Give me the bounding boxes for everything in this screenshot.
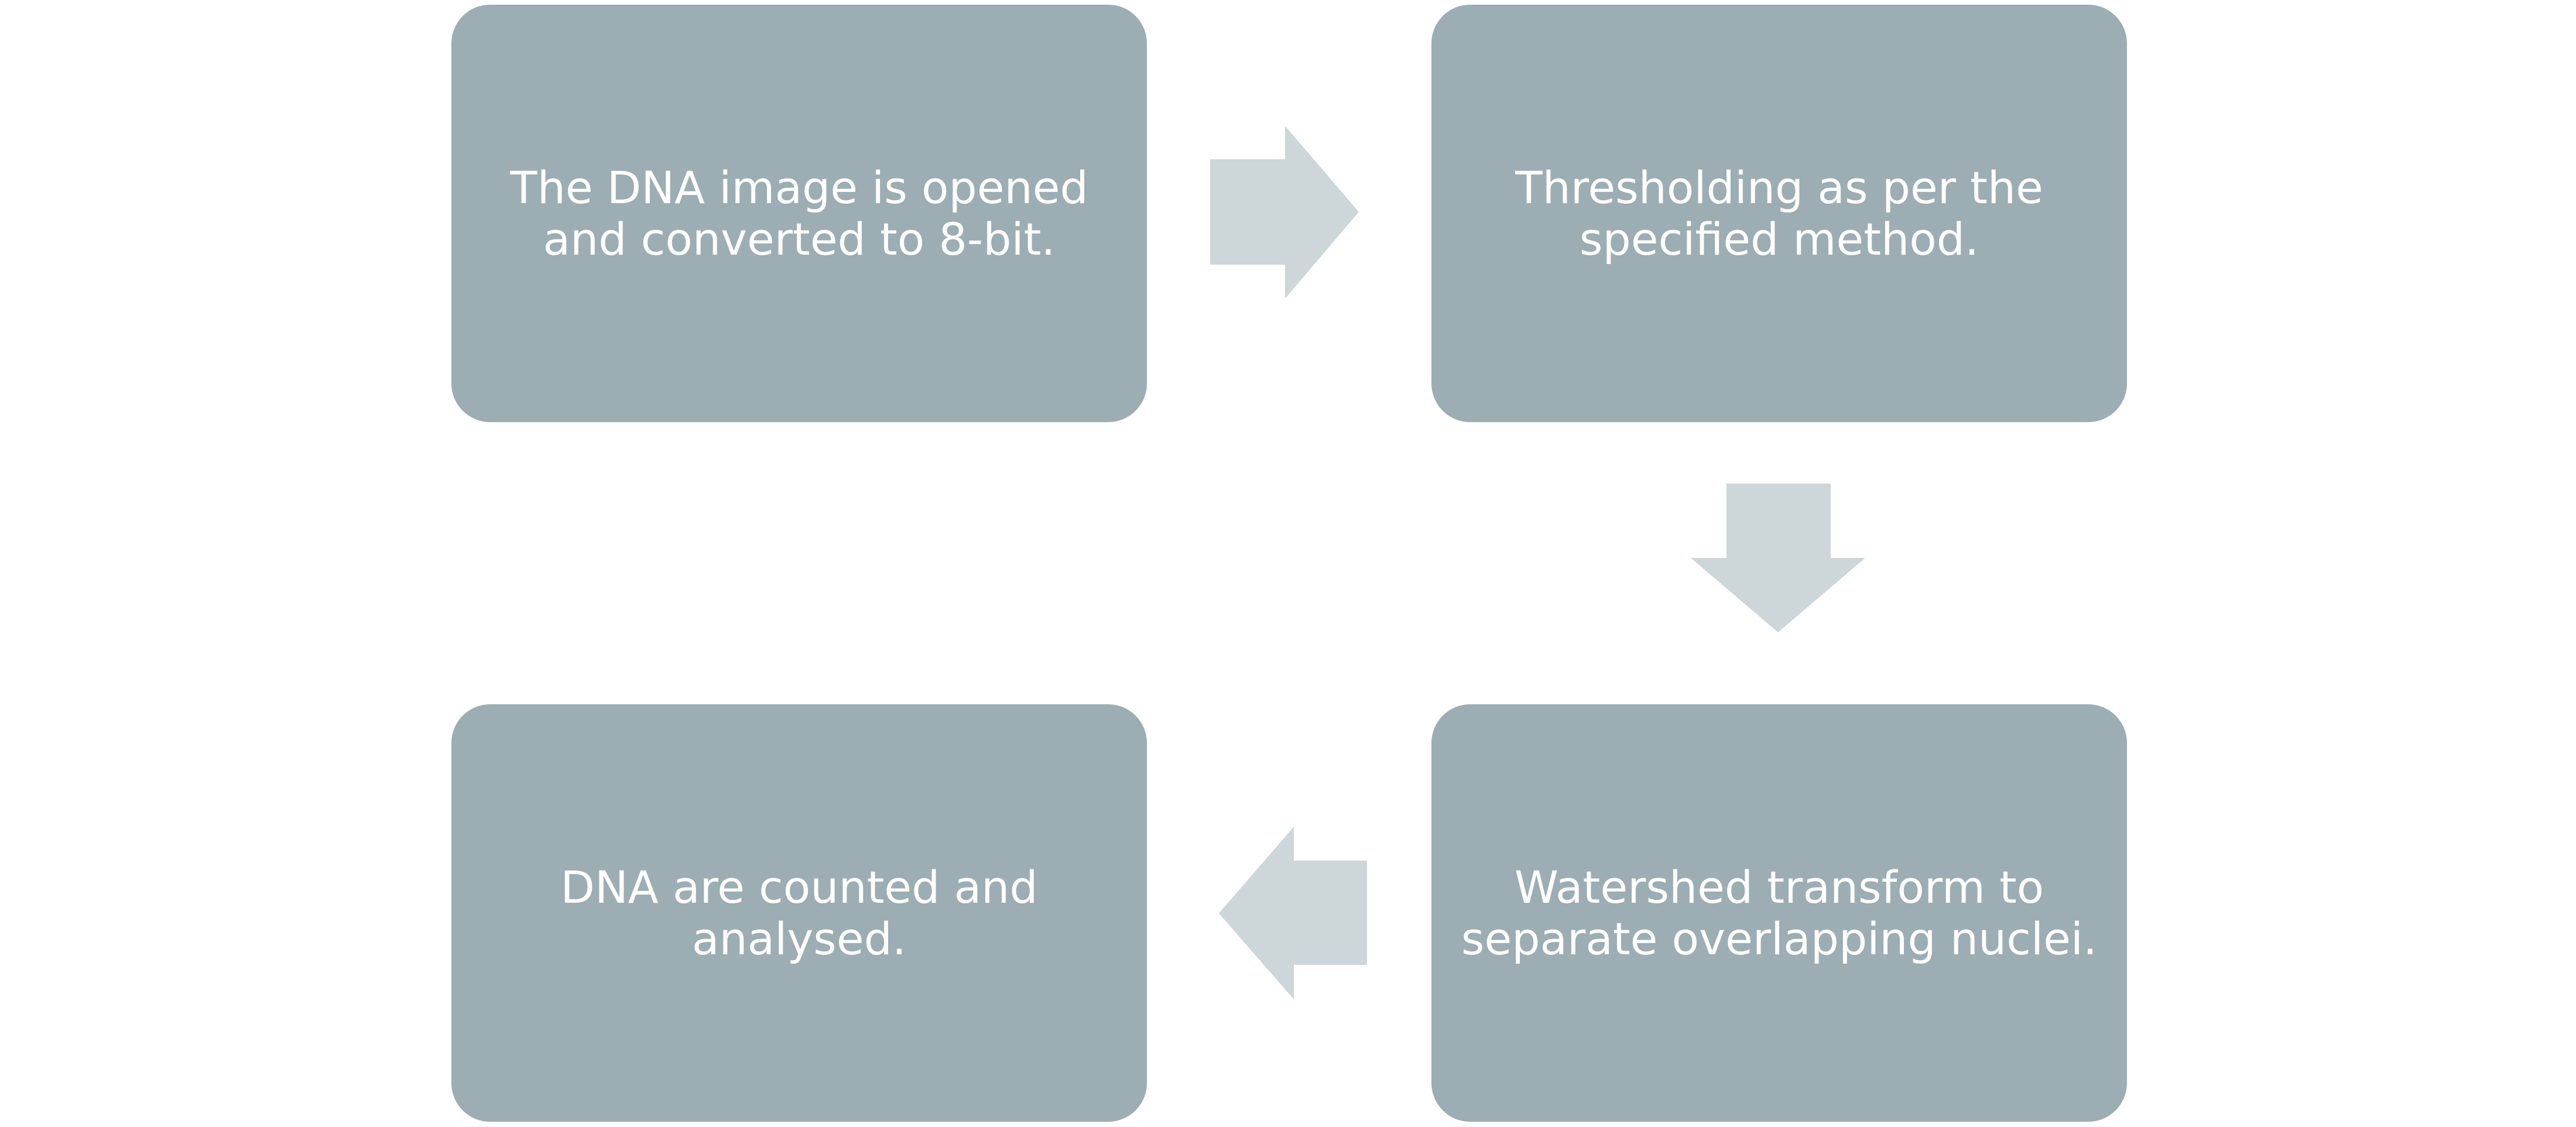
step-box-count-analyse: DNA are counted and analysed.: [451, 704, 1147, 1122]
step-label-open-image: The DNA image is opened and converted to…: [510, 161, 1088, 265]
step-label-count-analyse: DNA are counted and analysed.: [560, 861, 1038, 965]
step-label-watershed: Watershed transform to separate overlapp…: [1461, 861, 2098, 965]
arrow-left-icon: [1219, 827, 1367, 999]
arrow-down-icon: [1691, 484, 1865, 632]
step-box-thresholding: Thresholding as per the specified method…: [1431, 5, 2127, 422]
step-label-thresholding: Thresholding as per the specified method…: [1515, 161, 2043, 265]
step-box-watershed: Watershed transform to separate overlapp…: [1431, 704, 2127, 1122]
arrow-right-icon: [1210, 126, 1359, 299]
step-box-open-image: The DNA image is opened and converted to…: [451, 5, 1147, 422]
